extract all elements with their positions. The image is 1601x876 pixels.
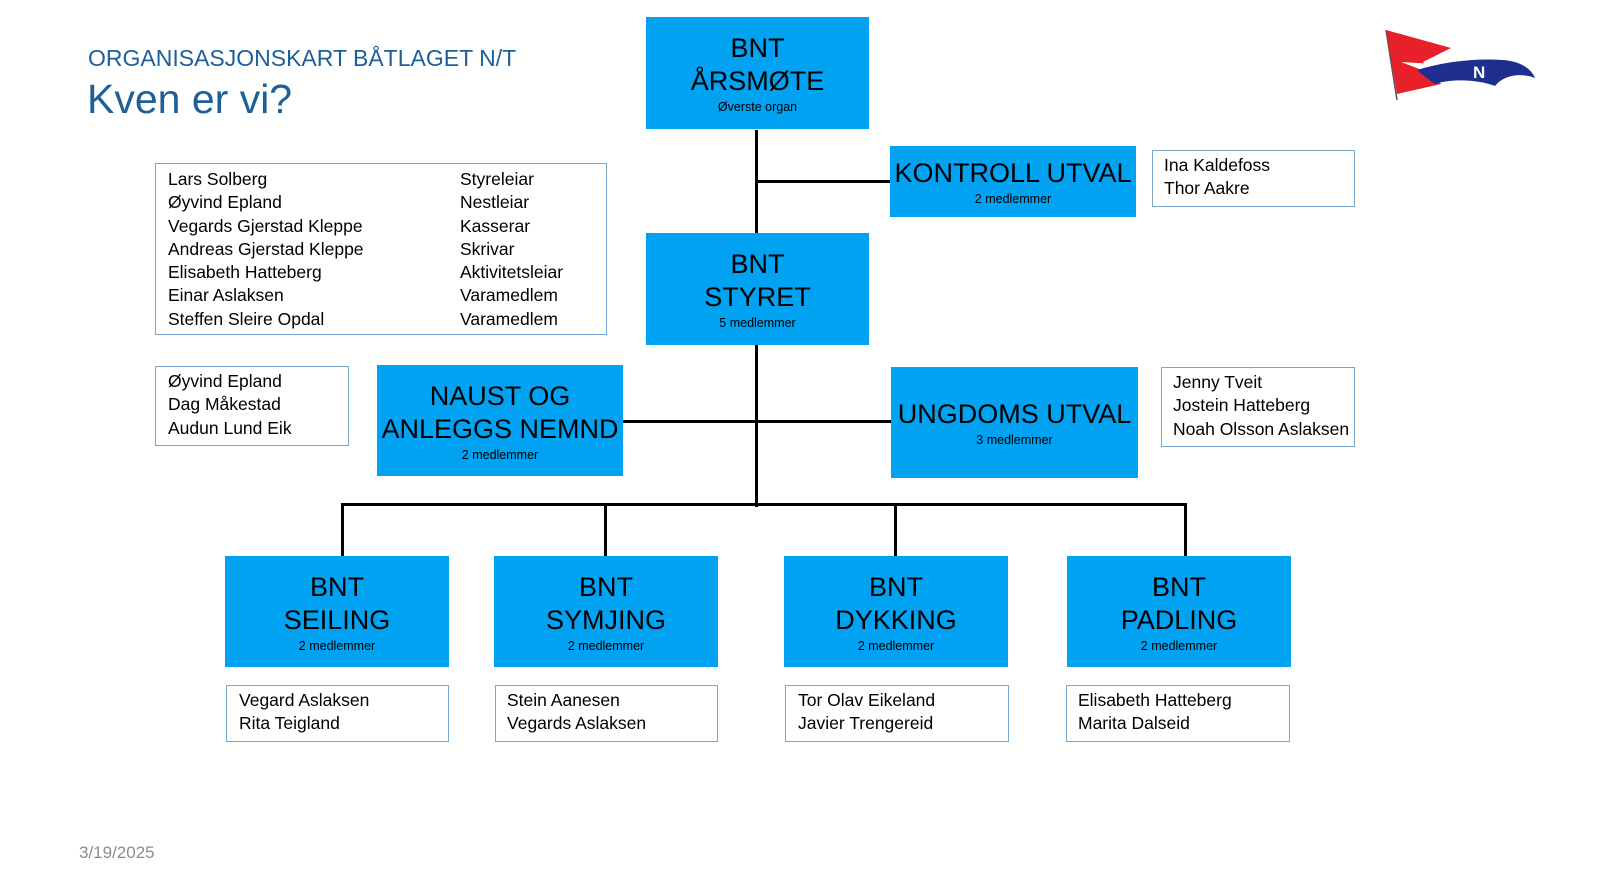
node-symjing-sub: 2 medlemmer: [567, 638, 645, 653]
kontroll-members-list: Ina Kaldefoss Thor Aakre: [1152, 150, 1355, 207]
node-dykking-name: BNT DYKKING: [835, 571, 957, 635]
node-kontroll-name: KONTROLL UTVAL: [894, 158, 1132, 188]
list-item: Vegard Aslaksen: [239, 690, 370, 710]
list-item: Rita Teigland: [239, 713, 340, 734]
connector-trunk-upper: [755, 130, 758, 236]
connector-symjing: [604, 503, 607, 557]
board-member-role: Varamedlem: [460, 285, 558, 306]
connector-trunk-lower: [755, 345, 758, 507]
connector-kontroll: [755, 180, 891, 183]
list-item: Tor Olav Eikeland: [798, 690, 936, 710]
list-item: Javier Trengereid: [798, 713, 934, 734]
naust-members-list: Øyvind Epland Dag Måkestad Audun Lund Ei…: [155, 366, 349, 446]
symjing-members-list: Stein Aanesen Vegards Aslaksen: [495, 685, 718, 742]
chart-subtitle: ORGANISASJONSKART BÅTLAGET N/T: [88, 45, 517, 71]
list-item: Stein Aanesen: [507, 690, 620, 710]
node-kontroll-sub: 2 medlemmer: [974, 192, 1052, 206]
board-roles-column: Styreleiar Nestleiar Kasserar Skrivar Ak…: [460, 168, 563, 331]
board-member-role: Kasserar: [460, 215, 531, 236]
list-item: Jostein Hatteberg: [1173, 395, 1311, 416]
node-naust-sub: 2 medlemmer: [461, 447, 539, 462]
connector-seiling: [341, 503, 344, 557]
list-item: Audun Lund Eik: [168, 417, 292, 438]
node-styret-sub: 5 medlemmer: [719, 316, 796, 330]
list-item: Ina Kaldefoss: [1164, 155, 1271, 175]
ungdoms-members-list: Jenny Tveit Jostein Hatteberg Noah Olsso…: [1161, 367, 1355, 447]
connector-bottom-bar: [341, 503, 1187, 506]
board-member-role: Aktivitetsleiar: [460, 262, 564, 283]
node-symjing-name: BNT SYMJING: [545, 571, 666, 635]
node-styret: BNT STYRET 5 medlemmer: [646, 233, 869, 345]
node-styret-name: BNT STYRET: [704, 249, 811, 312]
pennant-flag-icon: N: [1385, 29, 1535, 101]
connector-dykking: [894, 503, 897, 557]
node-arsmote-sub: Øverste organ: [717, 100, 798, 114]
node-naust-name: NAUST OG ANLEGGS NEMND: [381, 380, 619, 444]
list-item: Øyvind Epland: [168, 371, 282, 391]
padling-members-list: Elisabeth Hatteberg Marita Dalseid: [1066, 685, 1290, 742]
logo-letter: N: [1473, 63, 1485, 82]
node-seiling-sub: 2 medlemmer: [298, 638, 376, 653]
node-naust: NAUST OG ANLEGGS NEMND 2 medlemmer: [377, 365, 623, 476]
node-ungdoms-name: UNGDOMS UTVAL: [897, 399, 1132, 429]
list-item: Marita Dalseid: [1078, 713, 1190, 734]
list-item: Thor Aakre: [1164, 178, 1250, 199]
board-member-name: Lars Solberg: [168, 169, 268, 189]
list-item: Vegards Aslaksen: [507, 713, 647, 734]
board-member-name: Vegards Gjerstad Kleppe: [168, 215, 363, 236]
list-item: Noah Olsson Aslaksen: [1173, 418, 1350, 439]
node-kontroll: KONTROLL UTVAL 2 medlemmer: [890, 146, 1136, 217]
list-item: Elisabeth Hatteberg: [1078, 690, 1232, 710]
board-member-name: Einar Aslaksen: [168, 285, 284, 306]
page-title: Kven er vi?: [87, 76, 293, 122]
node-seiling-name: BNT SEILING: [283, 571, 391, 635]
node-arsmote-name: BNT ÅRSMØTE: [690, 33, 825, 96]
connector-padling: [1184, 503, 1187, 557]
node-dykking-sub: 2 medlemmer: [857, 638, 935, 653]
node-seiling: BNT SEILING 2 medlemmer: [225, 556, 449, 667]
board-member-role: Skrivar: [460, 238, 515, 259]
board-member-role: Varamedlem: [460, 308, 558, 329]
list-item: Dag Måkestad: [168, 394, 281, 415]
node-ungdoms-sub: 3 medlemmer: [976, 433, 1053, 447]
node-padling-sub: 2 medlemmer: [1140, 638, 1218, 653]
dykking-members-list: Tor Olav Eikeland Javier Trengereid: [785, 685, 1009, 742]
board-member-name: Andreas Gjerstad Kleppe: [168, 238, 364, 259]
connector-naust-ungdoms: [622, 420, 892, 423]
board-member-name: Elisabeth Hatteberg: [168, 262, 322, 283]
node-padling-name: BNT PADLING: [1120, 571, 1238, 635]
board-names-column: Lars Solberg Øyvind Epland Vegards Gjers…: [168, 168, 460, 331]
node-ungdoms: UNGDOMS UTVAL 3 medlemmer: [891, 367, 1138, 478]
board-member-name: Øyvind Epland: [168, 192, 282, 213]
board-member-role: Nestleiar: [460, 192, 530, 213]
node-arsmote: BNT ÅRSMØTE Øverste organ: [646, 17, 869, 129]
board-member-name: Steffen Sleire Opdal: [168, 308, 325, 329]
node-dykking: BNT DYKKING 2 medlemmer: [784, 556, 1008, 667]
footer-date: 3/19/2025: [79, 843, 155, 862]
node-symjing: BNT SYMJING 2 medlemmer: [494, 556, 718, 667]
seiling-members-list: Vegard Aslaksen Rita Teigland: [226, 685, 449, 742]
board-member-role: Styreleiar: [460, 169, 534, 189]
list-item: Jenny Tveit: [1173, 372, 1263, 392]
node-padling: BNT PADLING 2 medlemmer: [1067, 556, 1291, 667]
board-members-list: Lars Solberg Øyvind Epland Vegards Gjers…: [155, 163, 607, 335]
club-logo: N: [1383, 28, 1537, 104]
